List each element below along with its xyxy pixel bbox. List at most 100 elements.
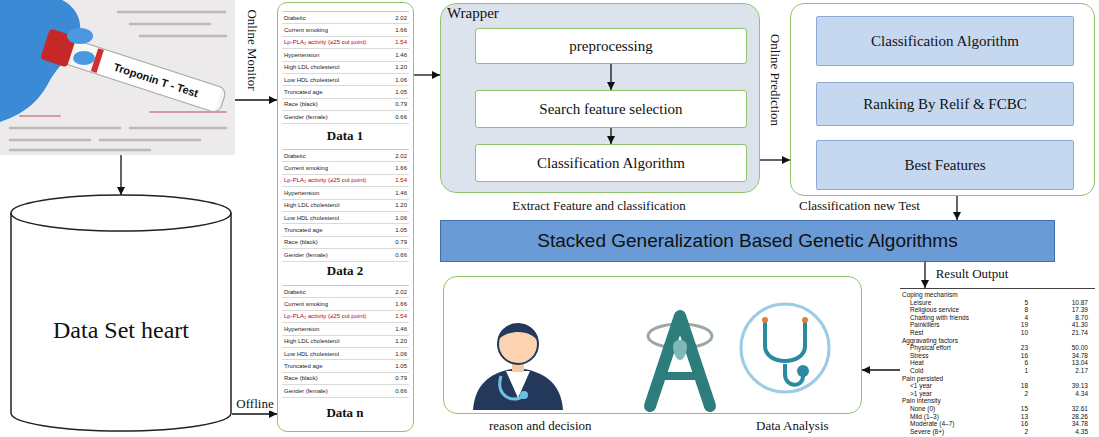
table-cell: 4.35 [1034, 428, 1088, 436]
table-cell: 1.20 [395, 64, 407, 70]
table-cell: Race (black) [284, 239, 318, 245]
edge-label: Offline [234, 396, 275, 411]
table-cell: Lp-PLA₂ activity (≥25 cut point) [284, 313, 366, 319]
table-cell: 50.00 [1034, 344, 1088, 352]
table-cell: Physical effort [910, 344, 951, 352]
table-cell: Hypertension [284, 52, 319, 58]
table-cell: 16 [1000, 420, 1028, 428]
table-cell: 1.66 [395, 301, 407, 307]
flow-arrow [235, 99, 277, 100]
table-cell: Hypertension [284, 190, 319, 196]
process-box: Classification Algorithm [816, 16, 1074, 66]
tube-label: Troponin T - Test [112, 61, 200, 100]
table-cell: 39.13 [1034, 382, 1088, 390]
paper-ground [0, 0, 235, 155]
table-cell: 16 [1000, 352, 1028, 360]
flow-arrow [232, 413, 277, 414]
box-label: Classification Algorithm [871, 33, 1019, 50]
box-label: Stacked Generalization Based Genetic Alg… [537, 230, 957, 252]
table-cell: 32.61 [1034, 405, 1088, 413]
test-tube [40, 28, 228, 116]
table-row: High LDL cholesterol 1.20 [282, 62, 409, 74]
table-cell: 17.39 [1034, 306, 1088, 314]
box-label: Best Features [904, 157, 985, 174]
table-cell: Heat [910, 359, 924, 367]
table-row: Low HDL cholesterol1.06 [282, 348, 409, 360]
table-cell: Lp-PLA₂ activity (≥25 cut point) [284, 177, 366, 183]
box-caption: Data Analysis [756, 418, 829, 434]
table-cell: >1 year [910, 390, 932, 398]
table-cell: Severe (8+) [910, 428, 944, 436]
table-cell: High LDL cholesterol [284, 338, 339, 344]
table-row: High LDL cholesterol 1.20 [282, 336, 409, 348]
table-cell: 1.20 [395, 338, 407, 344]
table-cell: 2.02 [395, 153, 407, 159]
box-ground [441, 4, 759, 192]
table-row: Diabetic2.02 [282, 286, 409, 298]
table-cell: 1.05 [395, 89, 407, 95]
table-cell: Aggravating factors [902, 337, 958, 345]
troponin-photo [0, 0, 235, 155]
photo-frame: Troponin T - Test [0, 0, 235, 155]
table-cell: Stress [910, 352, 928, 360]
glove-finger [67, 28, 93, 44]
process-box: preprocessing [475, 28, 747, 64]
box-label: Data Set heart [53, 317, 189, 344]
edge-label: Online Monitor [245, 7, 260, 92]
table-cell: 0.66 [395, 252, 407, 258]
paper-marks [20, 112, 226, 116]
glove-finger [73, 51, 95, 65]
table-cell: 2.02 [395, 15, 407, 21]
table-cell: Chatting with friends [910, 314, 969, 322]
database-cylinder: Data Set heart [10, 195, 232, 432]
table-cell: Gender (female) [284, 114, 328, 120]
table-cell: 18 [1000, 382, 1028, 390]
table-cell: Painkillers [910, 321, 940, 329]
table-cell: Diabetic [284, 153, 306, 159]
table-cell: Current smoking [284, 165, 328, 171]
flow-arrow [610, 128, 611, 144]
table-row: Hypertension1.46 [282, 323, 409, 335]
table-cell: 1.54 [395, 39, 407, 45]
table-cell: <1 year [910, 382, 932, 390]
table-cell: 1.06 [395, 351, 407, 357]
table-cell: 1.20 [395, 202, 407, 208]
table-cell: Religious service [910, 306, 959, 314]
data-heading: Data n [326, 405, 363, 421]
table-cell: 4 [1000, 314, 1028, 322]
table-row: Gender (female)0.66 [282, 111, 409, 123]
table-cell: 2 [1000, 390, 1028, 398]
table-cell: Low HDL cholesterol [284, 77, 339, 83]
table-cell: Rest [910, 329, 923, 337]
table-cell: Diabetic [284, 15, 306, 21]
table-cell: 4.34 [1034, 390, 1088, 398]
box-caption: reason and decision [489, 418, 592, 434]
table-cell: 1.06 [395, 215, 407, 221]
table-row: Diabetic 2.02 [282, 12, 409, 24]
table-cell: Truncated age [284, 89, 322, 95]
table-cell: 28.26 [1034, 413, 1088, 421]
table-row: Low HDL cholesterol1.06 [282, 212, 409, 224]
table-cell: 2 [1000, 428, 1028, 436]
box-heading: Extract Feature and classification [512, 198, 686, 214]
table-cell: 15 [1000, 405, 1028, 413]
table-cell: Truncated age [284, 363, 322, 369]
flow-arrow [120, 155, 121, 195]
table-cell: 34.78 [1034, 420, 1088, 428]
table-cell: High LDL cholesterol [284, 202, 339, 208]
table-cell: Race (black) [284, 101, 318, 107]
table-row: Current smoking1.66 [282, 162, 409, 174]
table-cell: 8.70 [1034, 314, 1088, 322]
data-table: Diabetic2.02Current smoking1.66Lp-PLA₂ a… [282, 285, 409, 398]
box-label: Search feature selection [539, 101, 682, 118]
data-table: Diabetic2.02Current smoking1.66Lp-PLA₂ a… [282, 11, 409, 124]
table-cell: High LDL cholesterol [284, 64, 339, 70]
box-label: Classification Algorithm [537, 155, 685, 172]
table-row: Low HDL cholesterol1.06 [282, 74, 409, 86]
table-row: Gender (female)0.66 [282, 249, 409, 261]
analysis-box: reason and decisionData Analysis [443, 276, 862, 414]
table-cell: Coping mechanism [902, 291, 958, 299]
table-cell: Diabetic [284, 289, 306, 295]
